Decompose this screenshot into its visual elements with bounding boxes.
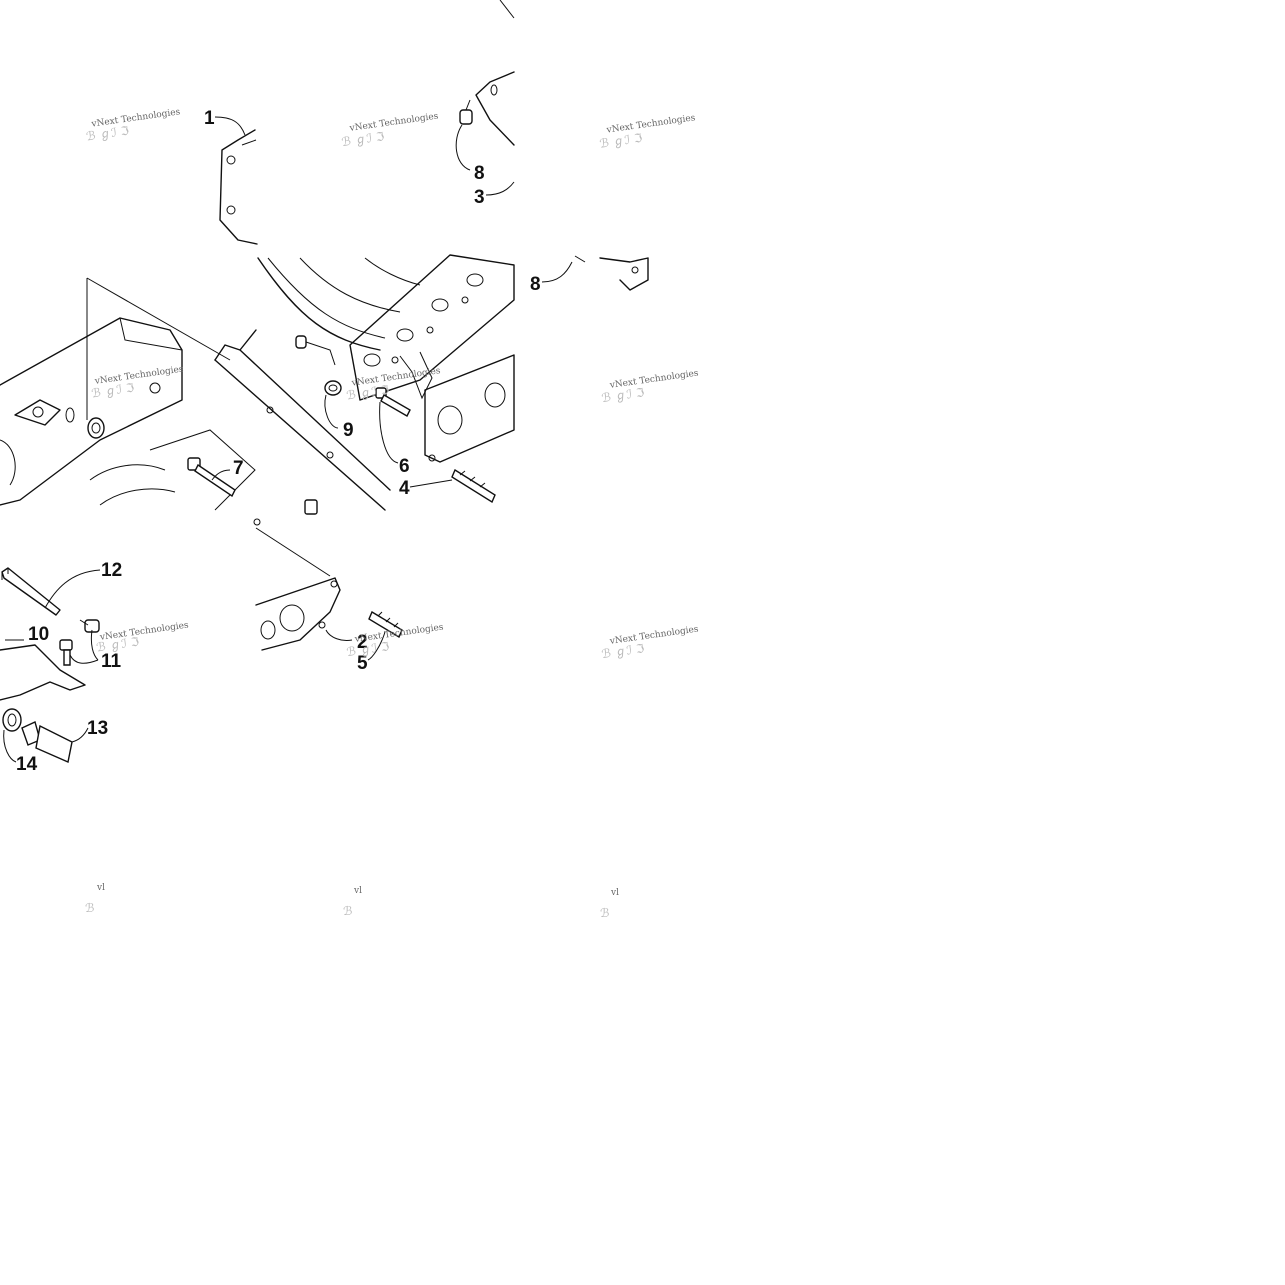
svg-text:ℬ ℊℐ ℑ: ℬ ℊℐ ℑ	[341, 129, 386, 149]
mount-plate	[89, 329, 391, 511]
svg-text:vNext Technologies: vNext Technologies	[608, 624, 699, 647]
callout-8-right: 8	[530, 274, 541, 295]
svg-text:vl: vl	[610, 888, 619, 898]
watermark-1: ℬ ℊℐ ℑ vNext Technologies	[85, 107, 181, 144]
watermark-9: ℬ ℊℐ ℑ vNext Technologies	[601, 624, 700, 661]
svg-text:vNext Technologies: vNext Technologies	[90, 107, 181, 130]
callout-4: 4	[399, 478, 410, 499]
bolt-part-11a	[79, 619, 100, 633]
watermark-10: vl ℬ	[85, 883, 105, 915]
callout-7: 7	[233, 458, 244, 479]
callout-10: 10	[28, 624, 49, 645]
bolt-part-11b	[59, 629, 99, 666]
bracket-part-3	[475, 0, 515, 146]
callout-12: 12	[101, 560, 122, 581]
bolt-part-6	[375, 387, 411, 417]
svg-text:ℬ: ℬ	[85, 901, 94, 915]
watermark-6: ℬ ℊℐ ℑ vNext Technologies	[601, 368, 700, 405]
svg-text:vNext Technologies: vNext Technologies	[348, 111, 439, 134]
watermark-7: ℬ ℊℐ ℑ vNext Technologies	[95, 620, 189, 655]
stud-part-4	[451, 468, 496, 504]
svg-text:vl: vl	[353, 886, 362, 896]
callout-14: 14	[16, 754, 38, 775]
callout-11: 11	[101, 651, 122, 672]
bolt-part-7	[187, 457, 318, 515]
callout-9: 9	[343, 420, 354, 441]
gasket-right	[424, 354, 515, 463]
watermark-4: ℬ ℊℐ ℑ vNext Technologies	[91, 364, 185, 401]
gasket-part-2	[253, 518, 341, 651]
leaders-middle	[211, 261, 573, 488]
svg-text:vNext Technologies: vNext Technologies	[608, 368, 699, 391]
sensor-part-13	[21, 721, 89, 763]
watermark-2: ℬ ℊℐ ℑ vNext Technologies	[341, 111, 440, 149]
svg-text:vNext Technologies: vNext Technologies	[93, 364, 184, 387]
bolt-part-8-top	[455, 99, 473, 171]
svg-text:vNext Technologies: vNext Technologies	[605, 113, 696, 136]
strap-part-12	[1, 567, 101, 616]
svg-text:ℬ ℊℐ ℑ: ℬ ℊℐ ℑ	[85, 124, 130, 144]
muffler-body	[0, 277, 231, 506]
callout-8-top: 8	[474, 163, 485, 184]
leaders-bottom-middle	[325, 629, 386, 661]
svg-text:vNext Technologies: vNext Technologies	[98, 620, 189, 643]
watermark-12: vl ℬ	[600, 888, 619, 920]
bracket-part-10	[0, 639, 86, 701]
washer-part-14	[2, 708, 22, 763]
housing-part-1	[219, 129, 258, 245]
callout-2: 2	[357, 632, 368, 653]
callout-3: 3	[474, 187, 485, 208]
svg-text:ℬ: ℬ	[600, 906, 609, 920]
svg-text:vNext Technologies: vNext Technologies	[353, 622, 444, 645]
callout-13: 13	[87, 718, 108, 739]
svg-text:ℬ ℊℐ ℑ: ℬ ℊℐ ℑ	[91, 381, 136, 401]
stud-part-5	[368, 610, 403, 639]
callout-6: 6	[399, 456, 410, 477]
leader-1	[214, 116, 246, 136]
svg-text:ℬ ℊℐ ℑ: ℬ ℊℐ ℑ	[601, 641, 646, 661]
watermark-3: ℬ ℊℐ ℑ vNext Technologies	[599, 113, 697, 151]
svg-text:ℬ ℊℐ ℑ: ℬ ℊℐ ℑ	[95, 635, 140, 655]
callout-5: 5	[357, 653, 368, 674]
svg-text:vl: vl	[96, 883, 105, 893]
callout-1: 1	[204, 108, 215, 129]
svg-text:ℬ ℊℐ ℑ: ℬ ℊℐ ℑ	[346, 639, 391, 659]
svg-text:ℬ ℊℐ ℑ: ℬ ℊℐ ℑ	[346, 383, 391, 403]
cylinder-head	[257, 254, 515, 401]
watermark-11: vl ℬ	[343, 886, 362, 918]
svg-text:ℬ ℊℐ ℑ: ℬ ℊℐ ℑ	[601, 385, 646, 405]
leader-3	[485, 181, 515, 196]
svg-text:ℬ: ℬ	[343, 904, 352, 918]
bracket-part-8-right	[574, 255, 649, 291]
washer-part-9	[324, 380, 342, 396]
svg-text:ℬ ℊℐ ℑ: ℬ ℊℐ ℑ	[599, 131, 644, 151]
